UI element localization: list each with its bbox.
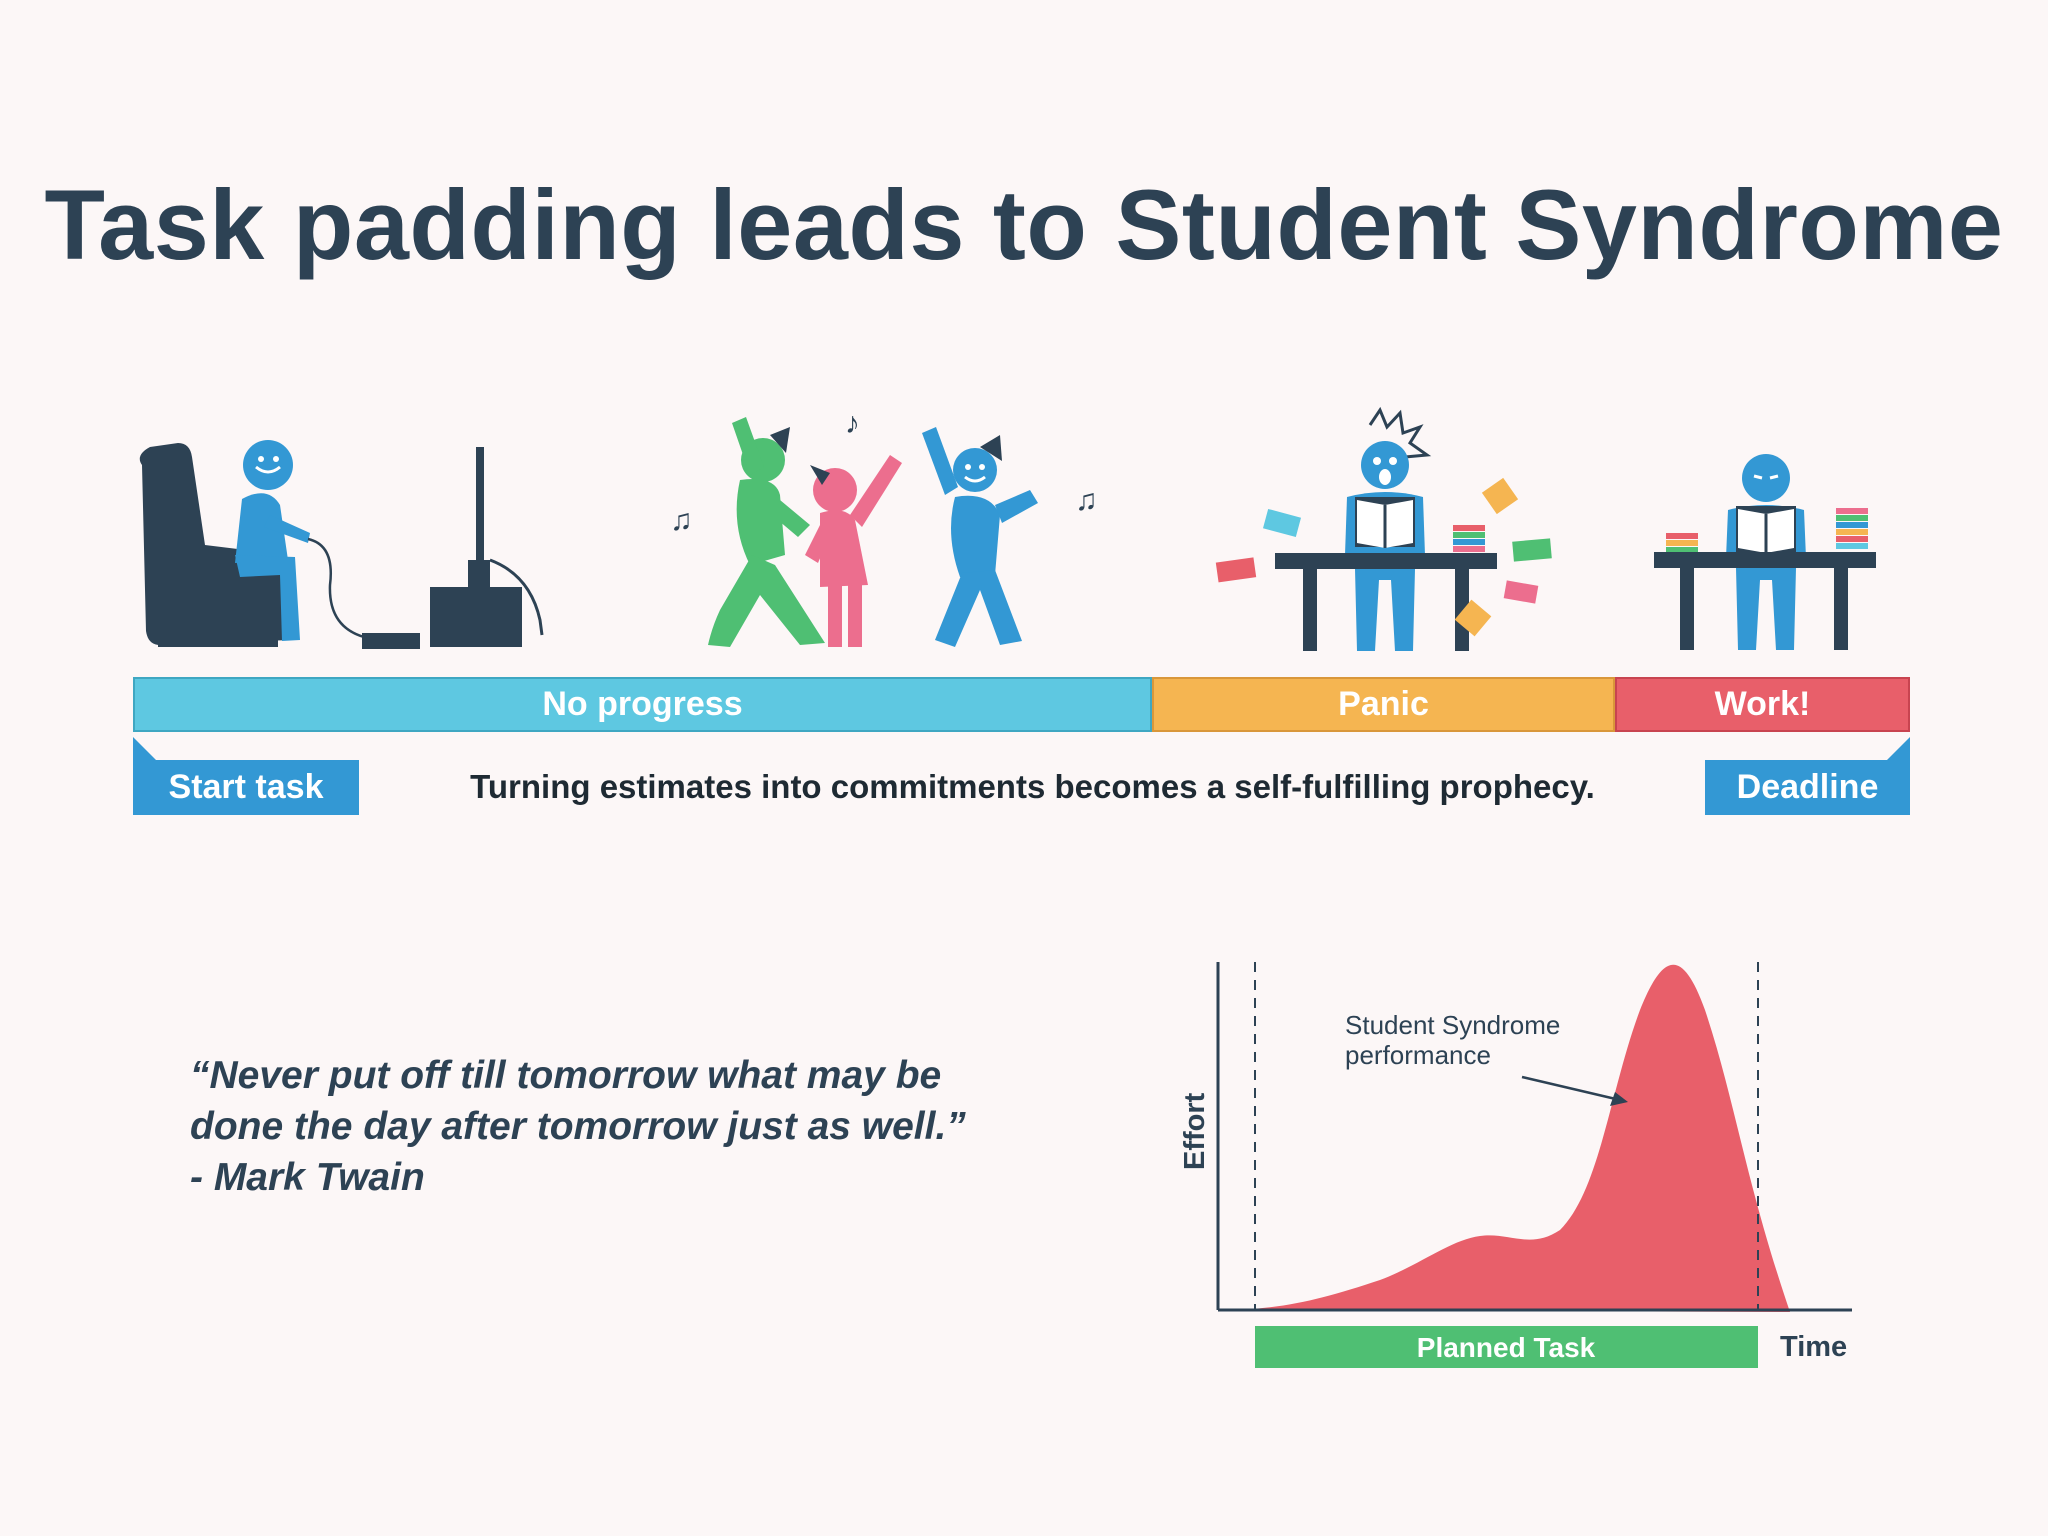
caption: Turning estimates into commitments becom… xyxy=(470,768,1595,805)
curve-label-line-2: performance xyxy=(1345,1040,1491,1070)
quote-author: - Mark Twain xyxy=(190,1156,425,1199)
start-pointer xyxy=(133,737,156,760)
deadline-pointer xyxy=(1887,737,1910,760)
working-student-illustration xyxy=(1654,454,1876,650)
phase-work: Work! xyxy=(1615,677,1910,732)
planned-task-bar xyxy=(1255,1326,1758,1368)
y-axis-label: Effort xyxy=(1179,1092,1211,1170)
music-note-icon: ♫ xyxy=(1075,484,1098,517)
slide-title: Task padding leads to Student Syndrome xyxy=(44,169,2004,280)
panicked-student-illustration xyxy=(1215,406,1552,651)
student-syndrome-curve xyxy=(1220,964,1790,1312)
quote-line-1: “Never put off till tomorrow what may be xyxy=(190,1054,942,1097)
music-note-icon: ♪ xyxy=(845,407,860,440)
curve-label-line-1: Student Syndrome xyxy=(1345,1010,1560,1040)
start-task-label: Start task xyxy=(133,760,359,815)
gaming-person-illustration xyxy=(139,440,544,649)
effort-time-graph: Effort Student Syndrome performance Plan… xyxy=(1179,962,1852,1368)
deadline-label: Deadline xyxy=(1705,760,1910,815)
arrow-head-icon xyxy=(1610,1092,1628,1106)
music-note-icon: ♫ xyxy=(670,504,693,537)
quote-line-2: done the day after tomorrow just as well… xyxy=(190,1105,966,1148)
quote: “Never put off till tomorrow what may be… xyxy=(190,1050,1090,1203)
curve-label-arrow xyxy=(1521,1075,1621,1102)
planned-task-label: Planned Task xyxy=(1417,1332,1596,1363)
x-axis-label: Time xyxy=(1780,1331,1847,1363)
dancing-people-illustration: ♫ ♪ ♫ xyxy=(670,407,1098,647)
phase-panic: Panic xyxy=(1152,677,1615,732)
phase-no-progress: No progress xyxy=(133,677,1152,732)
